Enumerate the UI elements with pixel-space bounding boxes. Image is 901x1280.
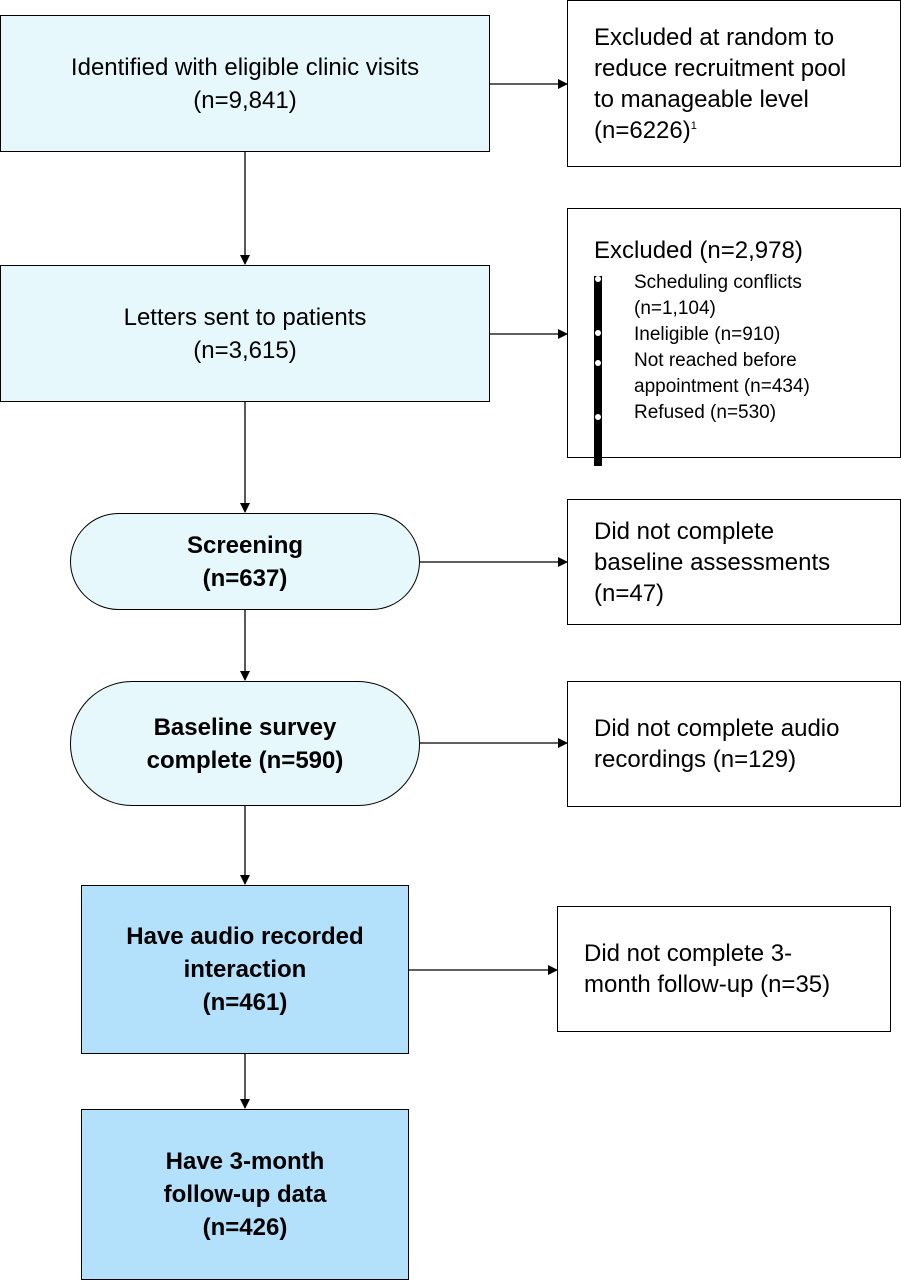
identified-label: Identified with eligible clinic visits	[70, 53, 420, 81]
followup-box: Have 3-month follow-up data (n=426)	[81, 1109, 409, 1280]
random-line-1: Excluded at random to	[594, 23, 835, 51]
identified-count: (n=9,841)	[193, 86, 297, 114]
reason-count: appointment (n=434)	[634, 376, 810, 397]
screening-count: (n=637)	[202, 564, 288, 592]
letters-count: (n=3,615)	[193, 336, 297, 364]
bullet-dot	[595, 414, 601, 420]
baseline-box: Baseline survey complete (n=590)	[70, 681, 420, 806]
bullet-dot	[595, 360, 601, 366]
followup-incomplete-line-1: Did not complete 3-	[584, 940, 793, 967]
audio-incomplete-box: Did not complete audio recordings (n=129…	[567, 681, 901, 807]
followup-incomplete-line-2: month follow-up (n=35)	[584, 971, 831, 998]
letters-box: Letters sent to patients (n=3,615)	[0, 265, 490, 402]
baseline-incomplete-line-2: baseline assessments	[594, 548, 831, 576]
followup-label-1: Have 3-month	[165, 1148, 325, 1175]
reason-text: Scheduling conflicts	[634, 272, 802, 293]
bullet-bar	[594, 276, 602, 466]
random-line-2: reduce recruitment pool	[594, 54, 847, 82]
baseline-incomplete-count: (n=47)	[594, 579, 665, 607]
screening-box: Screening (n=637)	[70, 513, 420, 610]
reason-count: (n=1,104)	[634, 298, 716, 319]
random-exclusion-box: Excluded at random to reduce recruitment…	[567, 0, 901, 167]
audio-incomplete-line-2: recordings (n=129)	[594, 746, 797, 773]
excluded-reason-refused: Refused (n=530)	[594, 400, 810, 426]
baseline-incomplete-box: Did not complete baseline assessments (n…	[567, 499, 901, 625]
baseline-count: complete (n=590)	[146, 746, 344, 774]
excluded-reason-not-reached: Not reached before appointment (n=434)	[594, 348, 810, 400]
random-line-4: (n=6226)1	[594, 115, 846, 146]
audio-count: (n=461)	[202, 989, 288, 1016]
excluded-box: Excluded (n=2,978) Scheduling conflicts …	[567, 208, 901, 466]
baseline-incomplete-line-1: Did not complete	[594, 517, 775, 545]
audio-label-1: Have audio recorded	[126, 923, 364, 950]
audio-label-2: interaction	[183, 956, 307, 983]
reason-text: Ineligible (n=910)	[634, 324, 781, 345]
bullet-dot	[595, 330, 601, 336]
random-line-3: to manageable level	[594, 85, 809, 113]
excluded-title: Excluded (n=2,978)	[594, 237, 803, 264]
audio-incomplete-line-1: Did not complete audio	[594, 715, 840, 742]
excluded-reason-ineligible: Ineligible (n=910)	[594, 322, 810, 348]
identified-box: Identified with eligible clinic visits (…	[0, 15, 490, 152]
excluded-reason-list: Scheduling conflicts (n=1,104) Ineligibl…	[594, 270, 810, 466]
letters-label: Letters sent to patients	[123, 303, 367, 331]
audio-box: Have audio recorded interaction (n=461)	[81, 885, 409, 1054]
excluded-reason-scheduling: Scheduling conflicts (n=1,104)	[594, 270, 810, 322]
baseline-label: Baseline survey	[153, 713, 337, 741]
followup-count: (n=426)	[202, 1214, 288, 1241]
random-count: (n=6226)	[594, 116, 691, 144]
followup-incomplete-box: Did not complete 3- month follow-up (n=3…	[557, 906, 891, 1032]
followup-label-2: follow-up data	[163, 1181, 327, 1208]
reason-text: Refused (n=530)	[634, 402, 777, 423]
random-footnote: 1	[690, 119, 697, 132]
bullet-dot	[595, 276, 601, 282]
reason-text: Not reached before	[634, 350, 797, 371]
screening-label: Screening	[186, 531, 304, 559]
